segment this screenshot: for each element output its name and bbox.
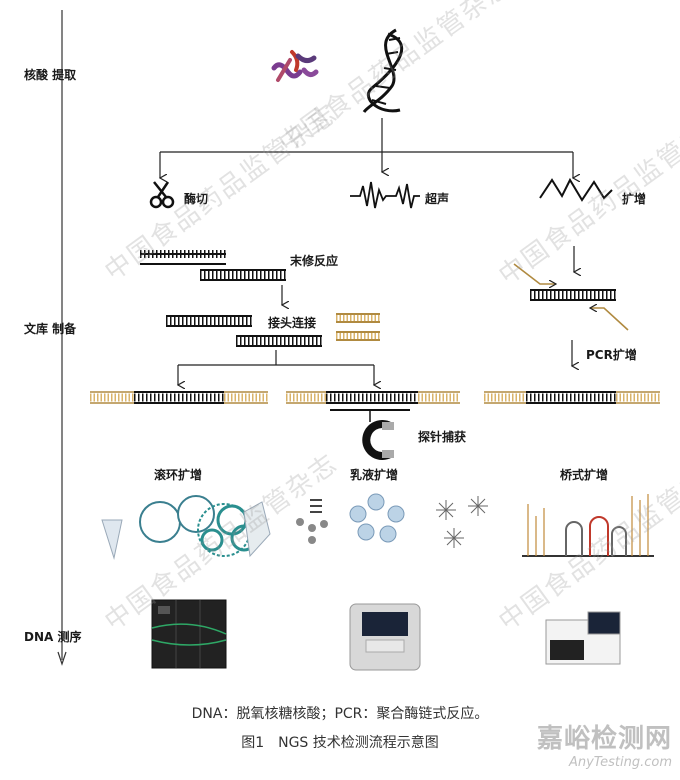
ultrasound-wave-icon (350, 181, 420, 209)
label-end-repair: 末修反应 (290, 254, 339, 268)
caption-abbreviations: DNA：脱氧核糖核酸；PCR：聚合酶链式反应。 (191, 706, 489, 722)
adapter-pieces (336, 313, 380, 341)
label-rolling-circle: 滚环扩增 (154, 468, 203, 482)
library-fragment-2 (286, 391, 460, 404)
amplification-wave-icon (539, 177, 613, 202)
stage-label-extraction: 核酸 提取 (24, 68, 77, 82)
pcr-template-dna (530, 289, 616, 301)
sequencer-instrument-3 (545, 611, 621, 665)
scissors-icon (149, 181, 175, 209)
magnet-icon (362, 420, 394, 460)
chromosome-icon (271, 50, 319, 82)
bridge-illustration (522, 494, 654, 557)
label-adapter-ligation: 接头连接 (268, 316, 317, 330)
reverse-primer (590, 308, 629, 331)
label-probe-capture: 探针捕获 (418, 430, 467, 444)
forward-primer (513, 263, 556, 284)
emulsion-illustration (296, 493, 488, 548)
stage-label-library: 文库 制备 (24, 322, 77, 336)
timeline-arrowhead (57, 651, 67, 666)
adapter-ligation-dna (166, 315, 322, 347)
label-pcr-amplification: PCR扩增 (586, 348, 637, 362)
end-repair-dna (140, 250, 286, 281)
dna-helix-icon (362, 28, 404, 113)
rolling-circle-illustration (101, 495, 271, 560)
label-enzyme-digestion: 酶切 (184, 192, 209, 206)
figure-title: 图1 NGS 技术检测流程示意图 (241, 735, 439, 751)
library-fragment-3 (484, 391, 660, 404)
label-amplification: 扩增 (622, 192, 647, 206)
library-fragment-1 (90, 391, 268, 404)
label-emulsion: 乳液扩增 (350, 468, 399, 482)
label-bridge: 桥式扩增 (560, 468, 609, 482)
label-ultrasound: 超声 (425, 192, 450, 206)
stage-label-sequencing: DNA 测序 (24, 630, 82, 644)
sequencer-instrument-2 (349, 603, 421, 671)
sequencer-instrument-1 (151, 599, 227, 669)
